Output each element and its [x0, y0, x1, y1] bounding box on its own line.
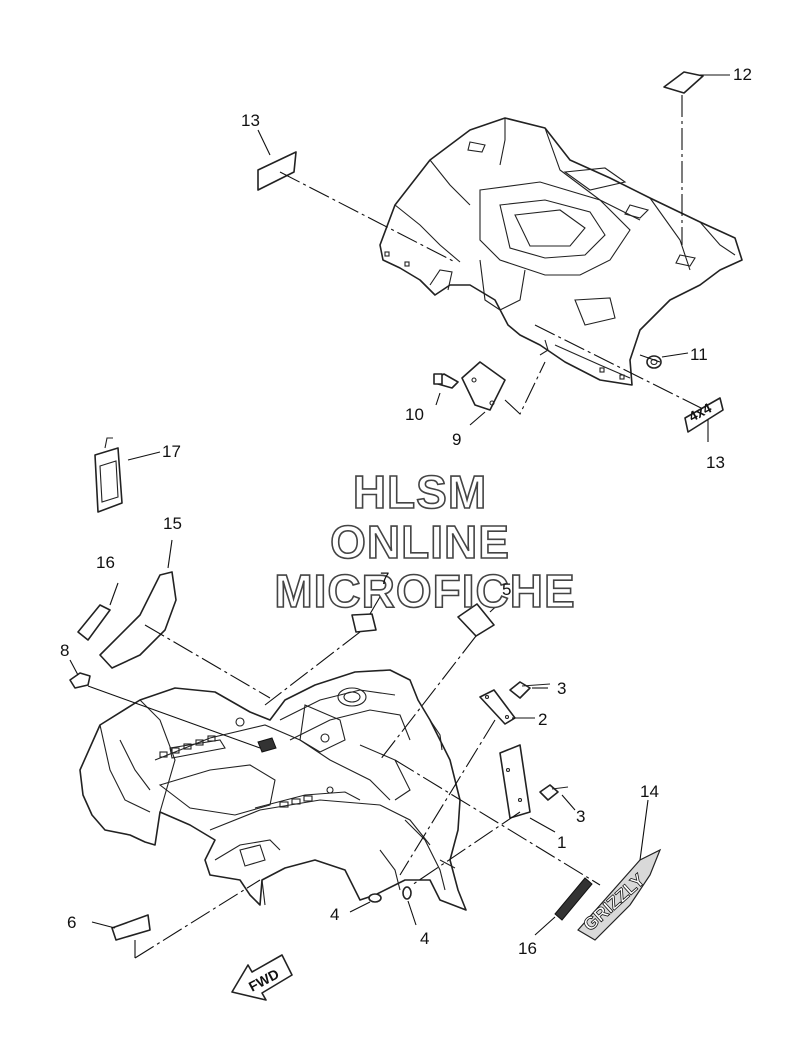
license-plate-bracket — [461, 361, 506, 411]
rivet-3-upper — [509, 681, 551, 699]
watermark-line-2: ONLINE — [330, 516, 510, 568]
decal-7 — [351, 613, 377, 633]
bracket-2 — [479, 689, 516, 725]
callout-4-right: 4 — [420, 929, 429, 948]
callout-12: 12 — [733, 65, 752, 84]
callout-2: 2 — [538, 710, 547, 729]
decal-15 — [99, 571, 177, 669]
callout-9: 9 — [452, 430, 461, 449]
decal-5 — [457, 603, 495, 637]
callout-3-upper: 3 — [557, 679, 566, 698]
callout-1: 1 — [557, 833, 566, 852]
rear-fender — [379, 117, 743, 386]
callout-13-upper: 13 — [241, 111, 260, 130]
decal-13-upper — [257, 151, 297, 191]
fwd-arrow: FWD — [231, 954, 293, 1001]
callout-5: 5 — [502, 580, 511, 599]
callout-16-right: 16 — [518, 939, 537, 958]
callout-17: 17 — [162, 442, 181, 461]
decal-16-left — [77, 604, 111, 641]
grizzly-emblem-text: GRIZZLY — [579, 870, 648, 935]
front-fender — [79, 669, 467, 911]
callout-10: 10 — [405, 405, 424, 424]
decal-17 — [94, 447, 123, 513]
callout-14: 14 — [640, 782, 659, 801]
decal-16-right — [554, 877, 593, 921]
callout-7: 7 — [380, 569, 389, 588]
callout-6: 6 — [67, 913, 76, 932]
callout-15: 15 — [163, 514, 182, 533]
callout-11: 11 — [690, 345, 708, 364]
watermark-line-1: HLSM — [353, 466, 487, 518]
grizzly-emblem: GRIZZLY — [577, 848, 662, 941]
callout-8: 8 — [60, 641, 69, 660]
decal-6 — [111, 914, 151, 941]
callout-16-left: 16 — [96, 553, 115, 572]
callout-13-lower: 13 — [706, 453, 725, 472]
grommet-4-right — [402, 886, 412, 900]
watermark-line-3: MICROFICHE — [274, 565, 575, 617]
callout-3-lower: 3 — [576, 807, 585, 826]
callout-4-left: 4 — [330, 905, 339, 924]
watermark: HLSM ONLINE MICROFICHE — [274, 465, 576, 618]
bracket-1 — [499, 744, 531, 819]
rivet-3-lower — [539, 784, 569, 801]
decal-12 — [663, 71, 704, 94]
callout-numbers: 12 13 11 10 9 13 17 15 16 7 5 8 3 2 3 1 … — [60, 65, 752, 958]
grommet-4-left — [368, 893, 382, 903]
cap-8 — [69, 672, 91, 689]
bolt — [433, 373, 459, 389]
